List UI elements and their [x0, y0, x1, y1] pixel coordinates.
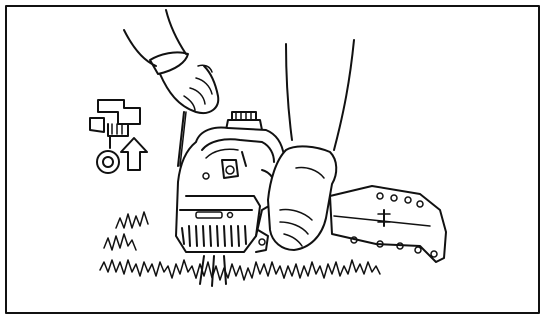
choke-lever [222, 160, 238, 178]
tiller-shaft [330, 186, 446, 262]
operator-arm-holding-handle [286, 40, 354, 150]
pull-start-icon [90, 100, 147, 173]
gloved-hand-on-handle [268, 146, 336, 250]
